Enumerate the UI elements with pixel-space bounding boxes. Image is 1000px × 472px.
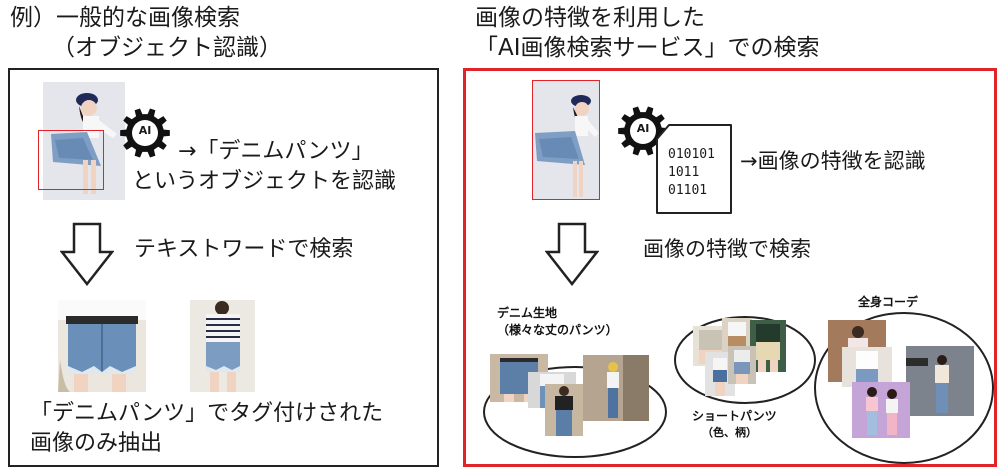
result-photo-1	[58, 300, 146, 392]
down-arrow-icon	[60, 222, 114, 286]
coordinate-group-ellipse	[814, 312, 994, 464]
shorts-group-ellipse	[674, 316, 816, 404]
result-text-line2: 画像のみ抽出	[30, 431, 163, 456]
ai-gear-icon	[120, 108, 170, 158]
feature-recognition-text: →画像の特徴を認識	[740, 149, 926, 173]
ai-label-left: AI	[138, 124, 152, 137]
result-photo-2	[190, 300, 255, 392]
person-figure-icon	[51, 93, 117, 194]
denim-thumb-4	[583, 355, 649, 421]
group-denim-label-line2: （様々な丈のパンツ）	[497, 323, 618, 337]
person-figure-icon	[535, 95, 599, 197]
right-title-line2: 「AI画像検索サービス」での検索	[475, 35, 820, 61]
group-denim-label-line1: デニム生地	[497, 306, 558, 320]
ai-label-right: AI	[636, 122, 650, 135]
coord-thumb-3	[906, 346, 974, 416]
binary-line-3: 01101	[668, 183, 708, 198]
binary-line-2: 1011	[668, 165, 700, 180]
down-arrow-icon	[545, 222, 599, 286]
shorts-thumb-5	[728, 346, 756, 384]
text-search-label: テキストワードで検索	[134, 237, 354, 262]
recognition-text-line1: →「デニムパンツ」	[178, 139, 374, 164]
shorts-thumb-3	[750, 320, 786, 372]
group-coordinate-label: 全身コーデ	[858, 295, 919, 309]
left-title-line2: （オブジェクト認識）	[52, 35, 282, 61]
group-shorts-label-line1: ショートパンツ	[692, 409, 777, 423]
binary-line-1: 010101	[668, 147, 715, 162]
coord-thumb-2	[842, 347, 892, 387]
result-text-line1: 「デニムパンツ」でタグ付けされた	[30, 401, 384, 426]
source-photo-right	[532, 80, 600, 200]
denim-group-ellipse	[483, 366, 667, 458]
left-title-line1: 例）一般的な画像検索	[10, 5, 240, 31]
right-title-line1: 画像の特徴を利用した	[475, 5, 705, 31]
document-icon	[656, 124, 732, 214]
recognition-text-line2: というオブジェクトを認識	[132, 169, 397, 194]
detection-box	[38, 130, 104, 190]
feature-search-text: 画像の特徴で検索	[643, 237, 811, 261]
denim-thumb-3	[545, 384, 583, 436]
group-shorts-label-line2: （色、柄）	[702, 426, 757, 439]
coord-thumb-4	[852, 382, 910, 438]
ai-gear-icon	[618, 106, 668, 156]
source-photo	[43, 82, 125, 200]
right-panel	[463, 68, 997, 467]
left-panel	[8, 68, 439, 467]
